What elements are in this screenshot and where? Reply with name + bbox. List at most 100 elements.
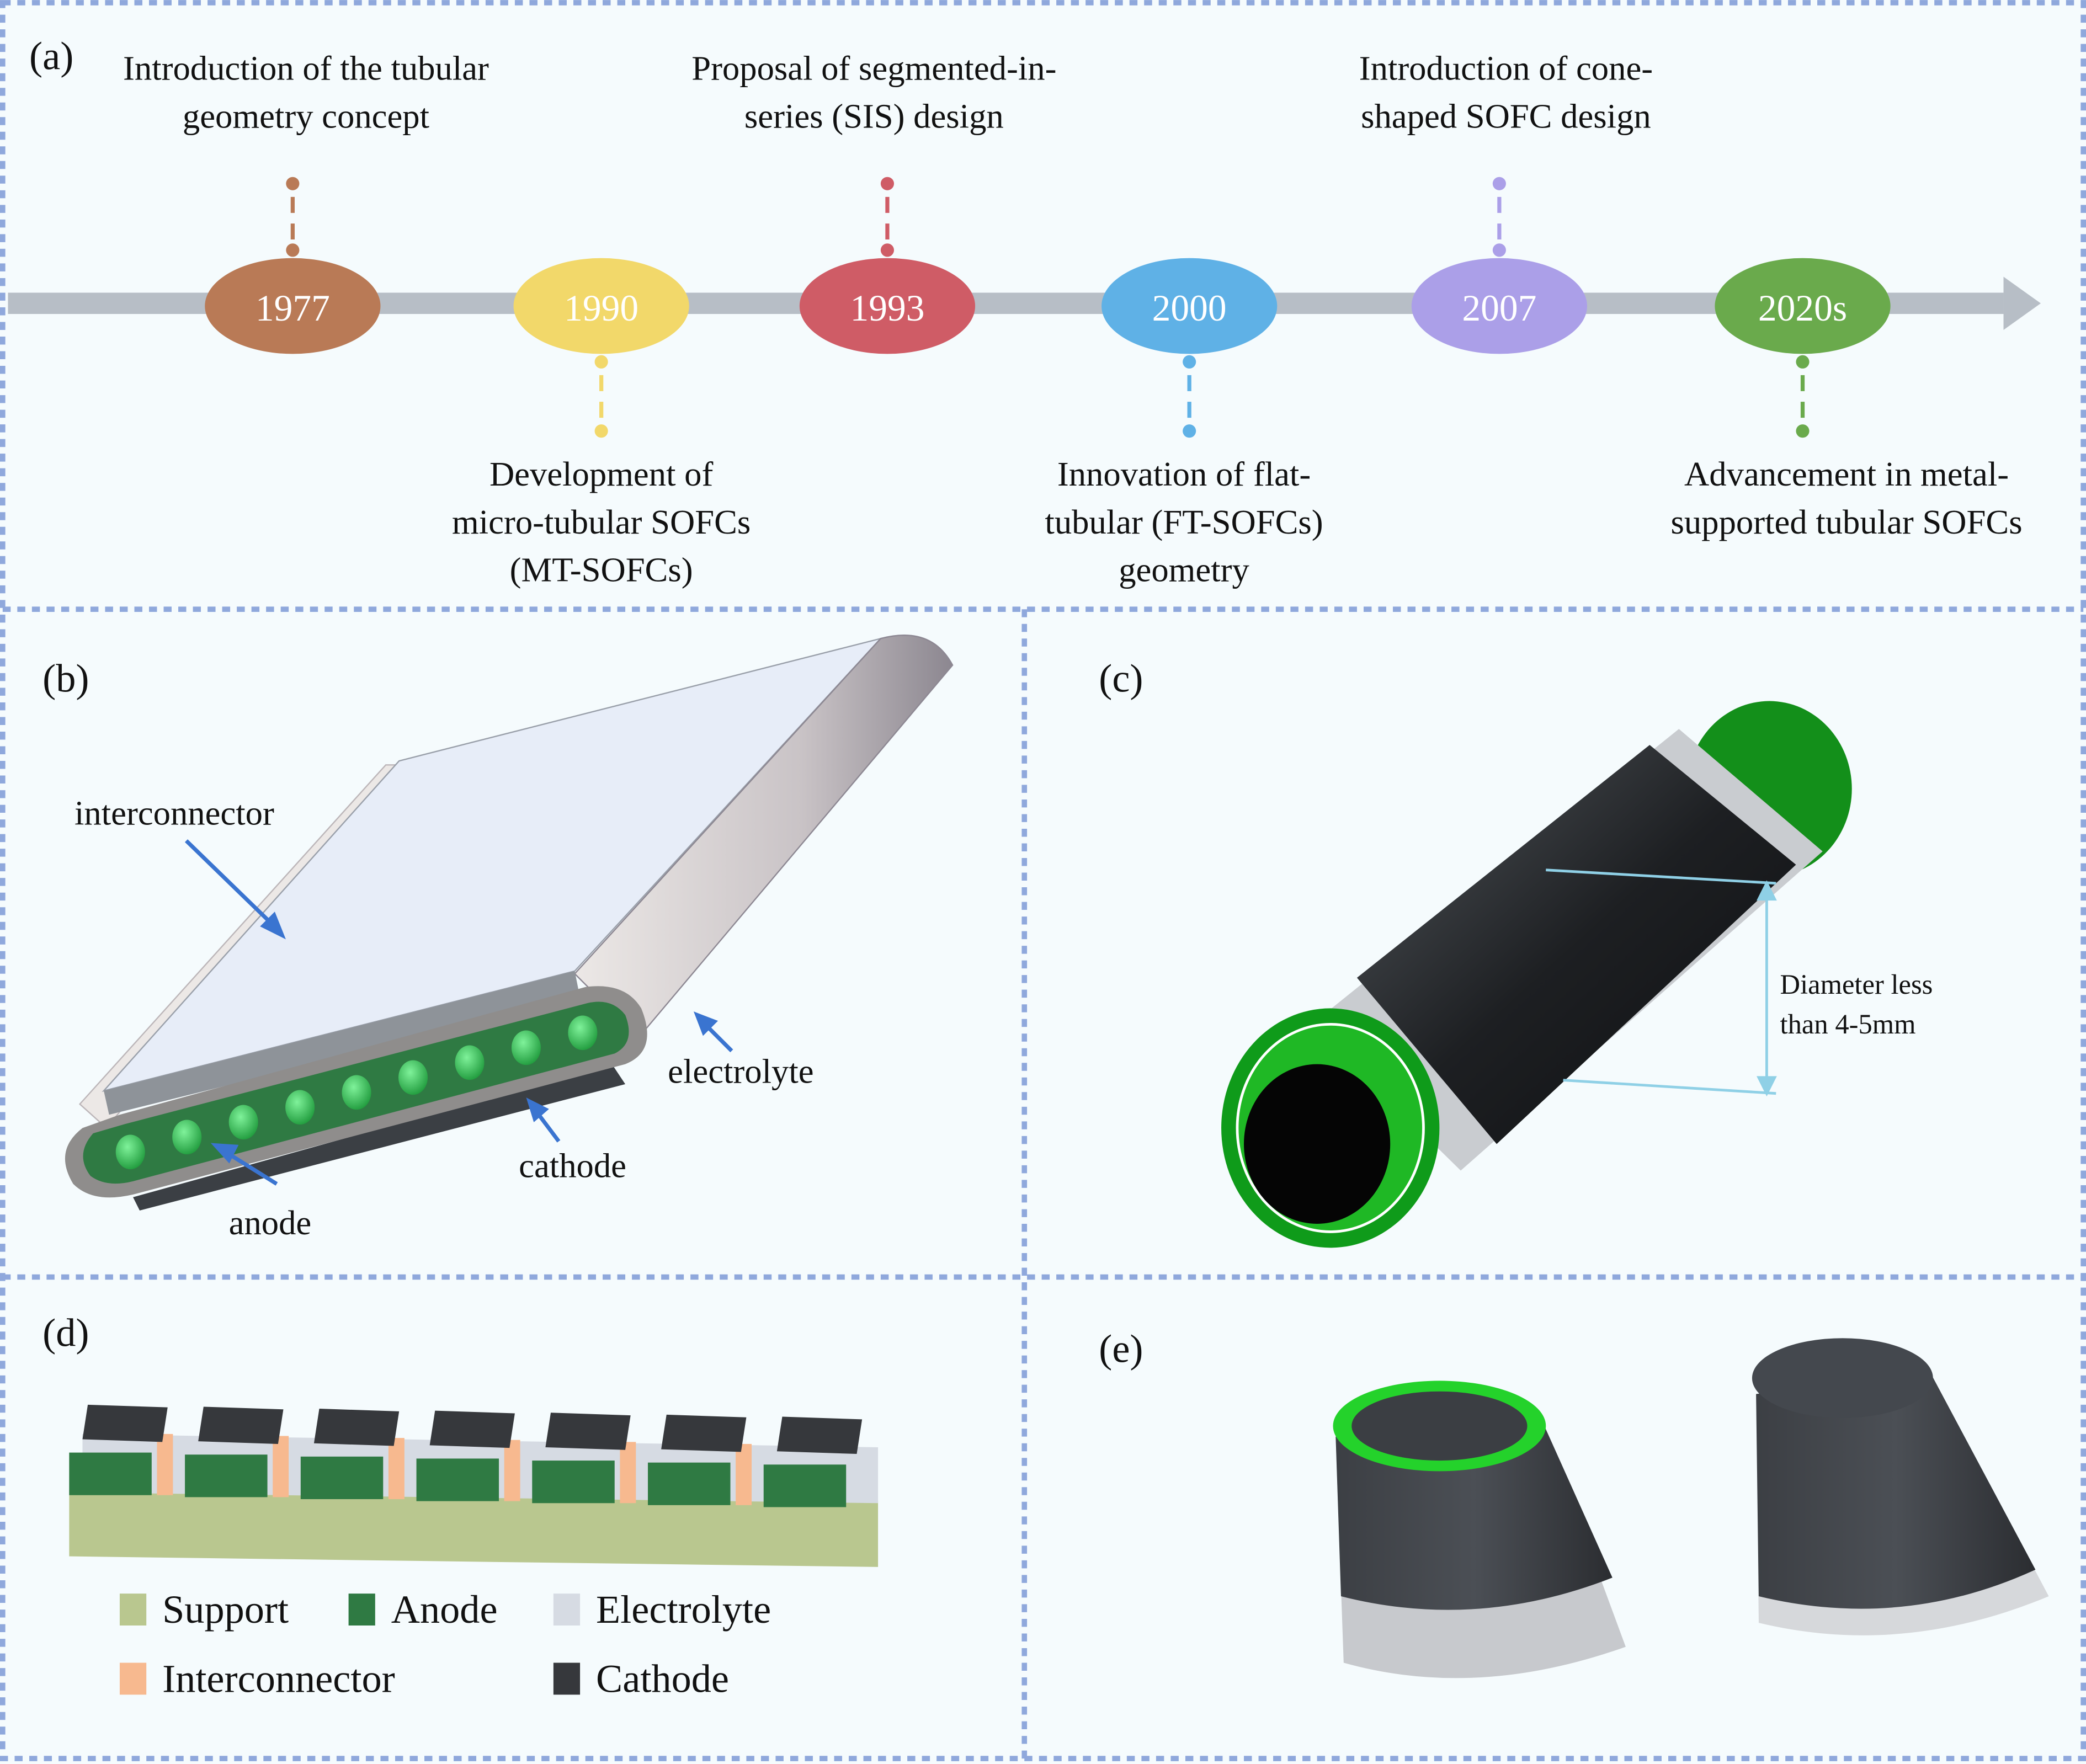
cathode-segment xyxy=(198,1406,284,1444)
diameter-label-line1: Diameter less xyxy=(1780,969,1933,1000)
panel-d-segmented-in-series: (d) Support Anode ElectrolyteInterconnecto… xyxy=(42,1311,879,1701)
cathode-segment xyxy=(82,1404,168,1442)
year-label: 1993 xyxy=(850,287,924,329)
callout-electrolyte: electrolyte xyxy=(668,1052,813,1090)
panel-c-label: (c) xyxy=(1099,657,1143,701)
legend-swatch xyxy=(553,1662,581,1695)
milestone-description-line: Development of xyxy=(489,455,714,493)
legend-label: Cathode xyxy=(596,1657,729,1701)
year-label: 2000 xyxy=(1152,287,1227,329)
legend-label: Interconnector xyxy=(162,1657,395,1701)
year-badge xyxy=(513,258,689,354)
anode-segment xyxy=(69,1452,152,1495)
legend-item-support: Support xyxy=(119,1587,289,1632)
anode-channels xyxy=(115,1015,598,1170)
anode-channel xyxy=(115,1134,145,1170)
legend-swatch xyxy=(119,1662,147,1695)
connector-dot xyxy=(594,424,608,438)
legend-swatch xyxy=(553,1594,581,1626)
milestone-description-line: Advancement in metal- xyxy=(1684,455,2009,493)
milestone-description-line: Introduction of the tubular xyxy=(123,49,489,88)
milestone-description-line: tubular (FT-SOFCs) xyxy=(1045,503,1323,541)
anode-segment xyxy=(300,1456,384,1499)
connector-dot xyxy=(880,177,894,190)
panel-d-label: (d) xyxy=(42,1311,89,1355)
milestone-1977: 1977 Introduction of the tubular geometry … xyxy=(123,49,489,354)
callout-anode: anode xyxy=(229,1203,312,1242)
milestone-description-line: geometry concept xyxy=(183,97,430,136)
connector-dot xyxy=(286,243,300,257)
anode-channel xyxy=(568,1015,598,1051)
milestone-description-line: Innovation of flat- xyxy=(1057,455,1311,493)
anode-segment xyxy=(532,1461,615,1504)
interconnector-segment xyxy=(736,1443,752,1505)
flat-tubular-cell-drawing xyxy=(65,635,954,1211)
interconnector-segment xyxy=(620,1442,636,1504)
panel-a-label: (a) xyxy=(29,34,73,78)
cathode-segment xyxy=(776,1416,863,1454)
year-badge xyxy=(1101,258,1278,354)
cathode-segment xyxy=(313,1409,400,1446)
anode-channel xyxy=(398,1060,428,1095)
connector-dot xyxy=(1183,424,1196,438)
milestone-description-line: Proposal of segmented-in- xyxy=(691,49,1056,88)
legend-item-interconnector: Interconnector xyxy=(119,1657,395,1701)
legend-item-cathode: Cathode xyxy=(553,1657,729,1701)
year-label: 2007 xyxy=(1462,287,1536,329)
milestone-description-line: supported tubular SOFCs xyxy=(1671,503,2023,541)
legend-swatch xyxy=(119,1594,147,1626)
diameter-dimension xyxy=(1546,868,1777,1097)
legend-swatch xyxy=(348,1594,375,1626)
year-label: 1977 xyxy=(256,287,330,329)
interconnector-segment xyxy=(273,1436,289,1497)
legend-label: Support xyxy=(162,1587,289,1632)
panel-b-callouts xyxy=(184,839,733,1186)
milestone-description-line: Introduction of cone- xyxy=(1359,49,1653,88)
year-label: 1990 xyxy=(564,287,638,329)
panel-a-timeline: (a) 1977 Introduction of the tubular geome… xyxy=(8,34,2041,589)
year-badge xyxy=(799,258,976,354)
legend-label: Anode xyxy=(391,1587,498,1632)
connector-dot xyxy=(594,355,608,369)
anode-channel xyxy=(455,1045,485,1080)
panel-e-label: (e) xyxy=(1099,1327,1143,1371)
connector-dot xyxy=(1183,355,1196,369)
year-badge xyxy=(1411,258,1587,354)
anode-channel xyxy=(172,1120,202,1155)
legend-item-electrolyte: Electrolyte xyxy=(553,1587,771,1632)
milestone-description-line: geometry xyxy=(1119,551,1249,589)
panel-c-micro-tubular: (c) Diameter less than 4-5mm xyxy=(1099,657,1933,1248)
milestone-1993: 1993 Proposal of segmented-in-series (SIS… xyxy=(691,49,1056,354)
diameter-label-line2: than 4-5mm xyxy=(1780,1009,1916,1040)
panel-e-cone-shaped: (e) xyxy=(1099,1327,2049,1678)
anode-segment xyxy=(648,1462,731,1505)
connector-dot xyxy=(1796,424,1810,438)
interconnector-segment xyxy=(157,1433,173,1495)
milestone-description-line: shaped SOFC design xyxy=(1361,97,1651,136)
cone-cell-open xyxy=(1333,1381,1626,1678)
anode-segment xyxy=(763,1464,847,1507)
year-badge xyxy=(205,258,381,354)
connector-dot xyxy=(1492,177,1506,190)
connector-dot xyxy=(286,177,300,190)
milestone-description-line: series (SIS) design xyxy=(744,97,1004,136)
anode-segment xyxy=(185,1454,268,1497)
anode-segment xyxy=(416,1458,499,1501)
interconnector-segment xyxy=(504,1440,520,1501)
cathode-segment xyxy=(429,1410,515,1448)
sis-cell-drawing xyxy=(69,1404,879,1567)
year-badge xyxy=(1715,258,1891,354)
cone-cell-closed xyxy=(1752,1338,2049,1635)
panel-b-label: (b) xyxy=(42,657,89,701)
milestone-description-line: (MT-SOFCs) xyxy=(510,551,693,589)
legend-label: Electrolyte xyxy=(596,1587,771,1632)
legend-item-anode: Anode xyxy=(348,1587,498,1632)
interconnector-segment xyxy=(388,1438,405,1499)
